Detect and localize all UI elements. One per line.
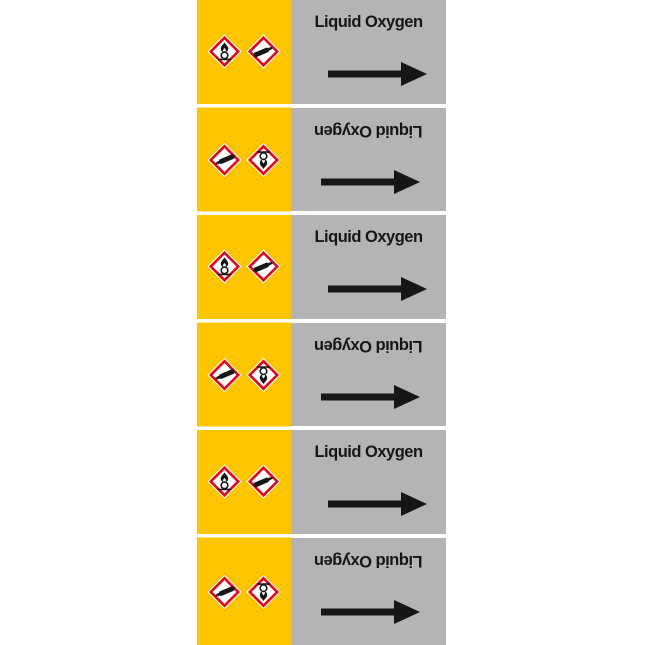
ghs03-flame-over-circle-icon xyxy=(246,142,281,177)
flow-section: Liquid Oxygen xyxy=(291,0,446,104)
flow-section: Liquid Oxygen xyxy=(291,107,446,211)
hazard-pictogram-section xyxy=(197,430,291,534)
flow-arrow-right-icon xyxy=(321,169,420,194)
pipe-marker-row: Liquid Oxygen xyxy=(197,107,446,215)
ghs04-gas-cylinder-icon xyxy=(207,574,242,609)
ghs04-gas-cylinder-icon xyxy=(207,142,242,177)
flow-arrow-right-icon xyxy=(328,277,427,301)
flow-section: Liquid Oxygen xyxy=(291,322,446,426)
pipe-marker-label: Liquid Oxygen Liquid Oxygen Liquid Oxyge… xyxy=(197,0,446,645)
substance-name: Liquid Oxygen xyxy=(314,13,423,31)
ghs03-flame-over-circle-icon xyxy=(207,464,242,499)
flow-arrow-right-icon xyxy=(321,599,420,624)
hazard-pictogram-section xyxy=(197,0,291,104)
ghs03-flame-over-circle-icon xyxy=(207,249,242,284)
ghs04-gas-cylinder-icon xyxy=(246,464,281,499)
substance-name: Liquid Oxygen xyxy=(314,121,423,140)
ghs03-flame-over-circle-icon xyxy=(246,357,281,392)
flow-arrow-right-icon xyxy=(328,62,427,86)
pipe-marker-row: Liquid Oxygen xyxy=(197,430,446,538)
pipe-marker-row: Liquid Oxygen xyxy=(197,322,446,430)
ghs03-flame-over-circle-icon xyxy=(207,34,242,69)
hazard-pictogram-section xyxy=(197,322,291,426)
substance-name: Liquid Oxygen xyxy=(314,551,423,570)
substance-name: Liquid Oxygen xyxy=(314,228,423,246)
flow-arrow-right-icon xyxy=(328,492,427,516)
hazard-pictogram-section xyxy=(197,215,291,319)
flow-section: Liquid Oxygen xyxy=(291,215,446,319)
pipe-marker-row: Liquid Oxygen xyxy=(197,0,446,108)
ghs04-gas-cylinder-icon xyxy=(207,357,242,392)
flow-section: Liquid Oxygen xyxy=(291,430,446,534)
ghs03-flame-over-circle-icon xyxy=(246,574,281,609)
ghs04-gas-cylinder-icon xyxy=(246,34,281,69)
substance-name: Liquid Oxygen xyxy=(314,336,423,355)
flow-arrow-right-icon xyxy=(321,384,420,409)
pipe-marker-row: Liquid Oxygen xyxy=(197,215,446,323)
substance-name: Liquid Oxygen xyxy=(314,443,423,461)
flow-section: Liquid Oxygen xyxy=(291,537,446,645)
ghs04-gas-cylinder-icon xyxy=(246,249,281,284)
hazard-pictogram-section xyxy=(197,107,291,211)
pipe-marker-row: Liquid Oxygen xyxy=(197,537,446,645)
hazard-pictogram-section xyxy=(197,537,291,645)
